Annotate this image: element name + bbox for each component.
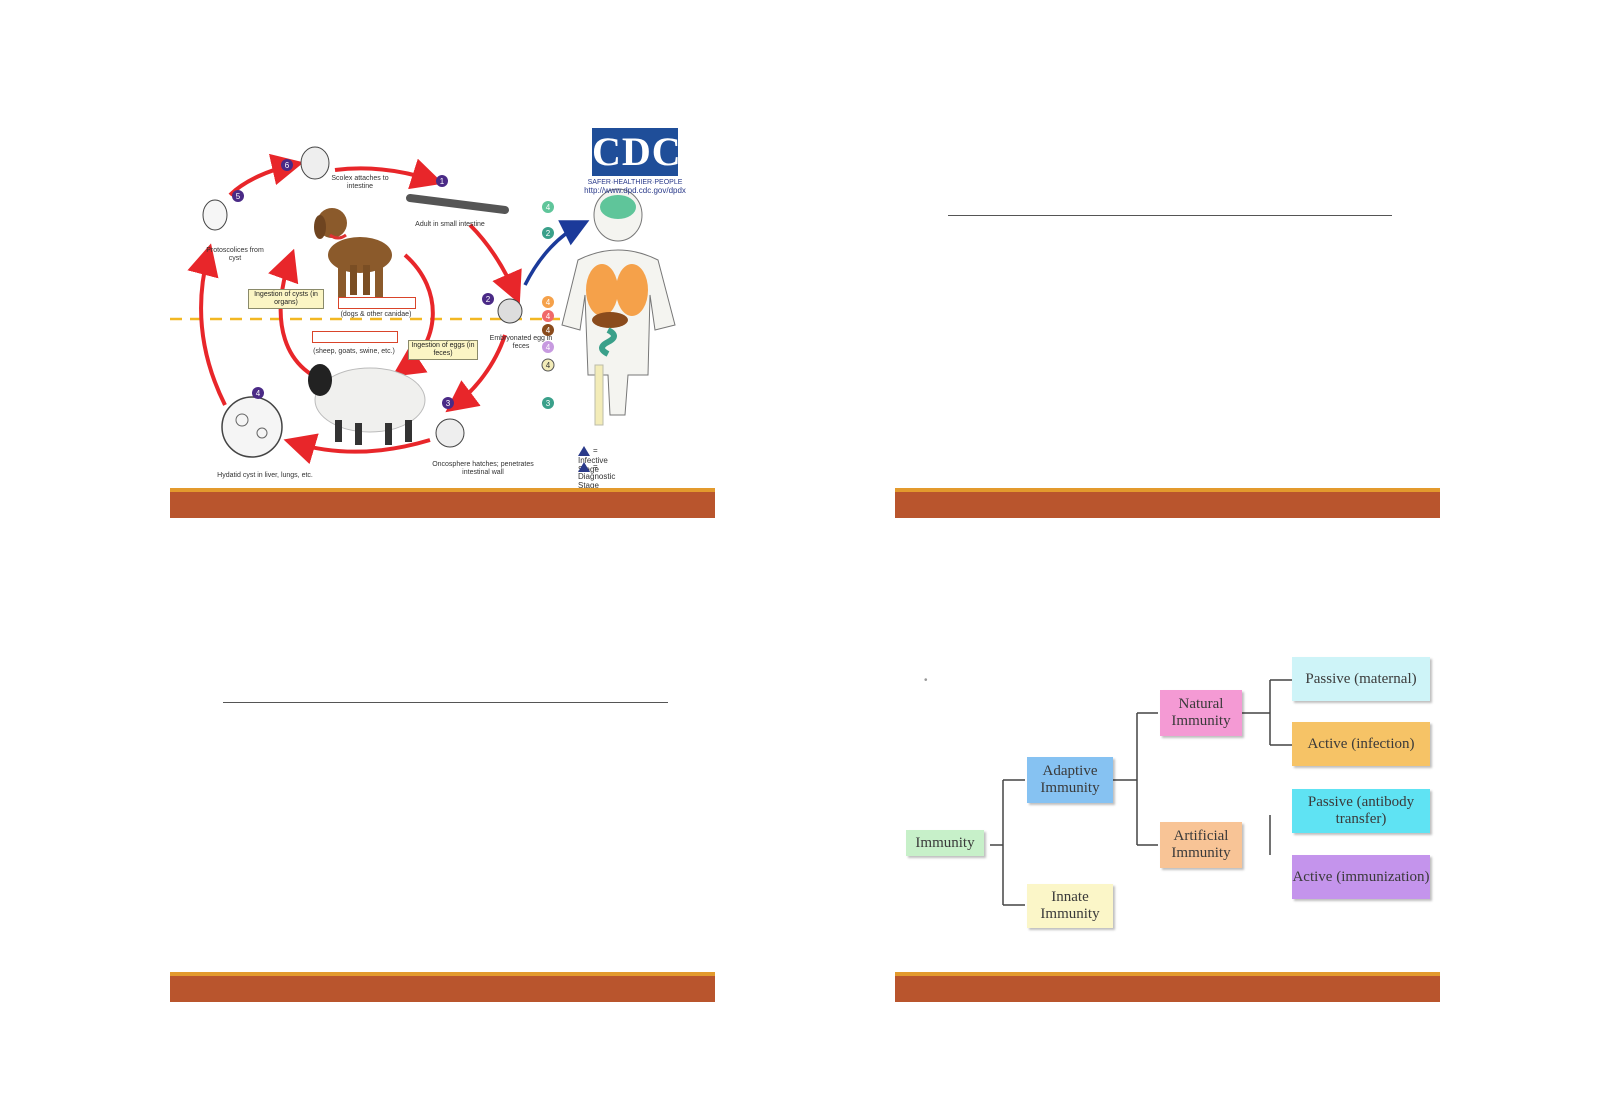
slide-2-footer-bar: [895, 488, 1440, 518]
definitive-host-box: [338, 297, 416, 309]
box-ingestion-eggs: Ingestion of eggs (in feces): [408, 340, 478, 360]
legend-diagnostic: = Diagnostic Stage: [578, 462, 616, 490]
svg-text:4: 4: [546, 343, 551, 352]
organ-marker-entry: 2: [542, 227, 554, 239]
organ-marker-lung: 4: [542, 296, 554, 308]
svg-text:1: 1: [440, 177, 445, 186]
svg-text:6: 6: [285, 161, 290, 170]
slide-1-footer-bar: [170, 488, 715, 518]
label-scolex: Scolex attaches to intestine: [331, 175, 389, 190]
cdc-url[interactable]: http://www.dpd.cdc.gov/dpdx: [584, 186, 686, 195]
node-natural-active: Active (infection): [1292, 722, 1430, 766]
svg-text:4: 4: [546, 312, 551, 321]
svg-text:4: 4: [546, 361, 551, 370]
intermediate-host-box: [312, 331, 398, 343]
arrow-inner-right: [391, 253, 435, 377]
label-definitive-host: (dogs & other canidae): [340, 311, 412, 318]
node-artificial-passive: Passive (antibody transfer): [1292, 789, 1430, 833]
label-protoscolices: Protoscolices from cyst: [206, 247, 264, 262]
protoscolex-drawing: [202, 199, 228, 231]
slide-2-title-rule: [948, 215, 1392, 216]
arrow-3-to-4: [283, 433, 431, 465]
svg-text:4: 4: [546, 298, 551, 307]
arrow-1-to-2: [468, 223, 522, 305]
slide-4-footer-bar: [895, 972, 1440, 1002]
immunity-tree-connectors: [990, 679, 1292, 906]
node-natural-passive: Passive (maternal): [1292, 657, 1430, 701]
human-silhouette: [561, 188, 676, 426]
organ-marker-bone: 4: [541, 358, 555, 372]
label-intermediate-host: (sheep, goats, swine, etc.): [313, 348, 395, 355]
arrow-6-to-1: [334, 158, 444, 190]
stage-marker-6: 6: [281, 159, 293, 171]
dog-drawing: [314, 208, 392, 297]
svg-text:2: 2: [546, 229, 551, 238]
scolex-drawing: [300, 146, 330, 180]
life-cycle-diagram: 6 1 5 2 3 4 4 2 4 4 4 4 4 3: [170, 146, 676, 465]
node-innate-immunity: Innate Immunity: [1027, 884, 1113, 928]
box-ingestion-cysts: Ingestion of cysts (in organs): [248, 289, 324, 309]
node-adaptive-immunity: Adaptive Immunity: [1027, 757, 1113, 803]
hydatid-cyst-drawing: [221, 396, 283, 458]
stage-marker-1: 1: [436, 175, 448, 187]
node-artificial-immunity: Artificial Immunity: [1160, 822, 1242, 868]
svg-text:3: 3: [546, 399, 551, 408]
sheep-drawing: [308, 364, 426, 445]
arrow-2-to-3: [445, 334, 507, 413]
organ-marker-heart: 4: [542, 310, 554, 322]
label-hydatid-cyst: Hydatid cyst in liver, lungs, etc.: [217, 472, 313, 479]
adult-worm-drawing: [406, 194, 509, 214]
cyst-detail: [256, 427, 268, 439]
stage-marker-2: 2: [482, 293, 494, 305]
label-adult: Adult in small intestine: [415, 221, 485, 228]
node-artificial-active: Active (immunization): [1292, 855, 1430, 899]
slide-3-title-rule: [223, 702, 668, 703]
cdc-logo: CDC: [592, 128, 682, 176]
arrow-4-to-5: [187, 243, 227, 406]
triangle-icon: [578, 462, 590, 472]
node-natural-immunity: Natural Immunity: [1160, 690, 1242, 736]
slide-3-footer-bar: [170, 972, 715, 1002]
cyst-detail: [235, 413, 249, 427]
bullet-mark: •: [924, 675, 928, 686]
arrow-to-human: [523, 220, 590, 286]
svg-text:3: 3: [446, 399, 451, 408]
node-immunity: Immunity: [906, 830, 984, 856]
arrow-inner-left: [268, 248, 341, 387]
stage-marker-4: 4: [252, 387, 264, 399]
svg-text:4: 4: [546, 326, 551, 335]
egg-drawing: [497, 298, 523, 324]
stage-marker-3: 3: [442, 397, 454, 409]
organ-marker-brain: 4: [542, 201, 554, 213]
triangle-icon: [578, 446, 590, 456]
oncosphere-drawing: [435, 418, 465, 448]
svg-text:5: 5: [236, 192, 241, 201]
svg-text:4: 4: [546, 203, 551, 212]
organ-marker-intestine: 3: [542, 397, 554, 409]
cdc-tagline: SAFER·HEALTHIER·PEOPLE: [587, 179, 683, 186]
svg-text:4: 4: [256, 389, 261, 398]
label-egg: Embryonated egg in feces: [489, 335, 553, 350]
svg-text:2: 2: [486, 295, 491, 304]
label-oncosphere: Oncosphere hatches; penetrates intestina…: [432, 461, 534, 476]
stage-marker-5: 5: [232, 190, 244, 202]
organ-marker-kidney: 4: [542, 341, 554, 353]
organ-marker-liver: 4: [542, 324, 554, 336]
